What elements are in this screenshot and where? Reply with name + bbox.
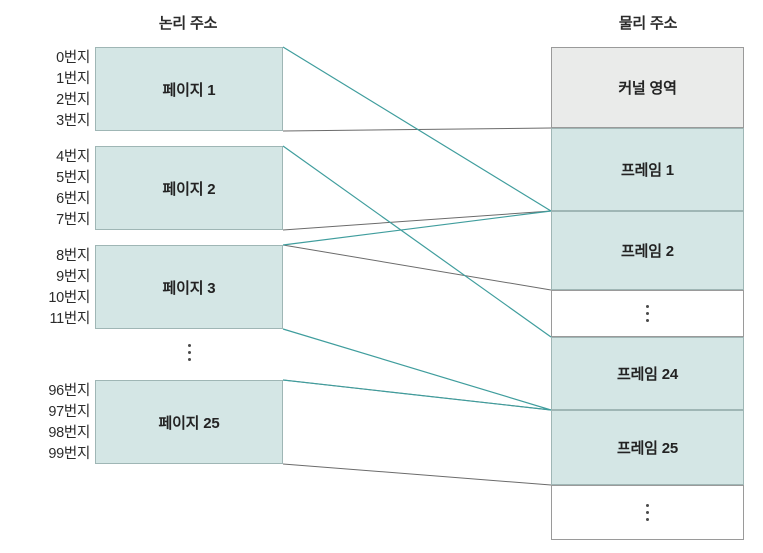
address-label: 10번지: [48, 290, 90, 306]
page-box: 페이지 25: [95, 380, 283, 464]
frame-box: 프레임 25: [551, 410, 744, 485]
page-1-to-frame-2: [282, 46, 552, 212]
frame-gap-ellipsis-icon: [646, 504, 649, 521]
page-3-to-frame-25: [282, 328, 552, 411]
page-25-bottom-extent: [282, 463, 552, 486]
address-label: 98번지: [48, 425, 90, 441]
extent-lines-group: [282, 127, 552, 486]
physical-address-title: 물리 주소: [618, 15, 678, 32]
page-2-to-frame-24: [282, 145, 552, 338]
page-box: 페이지 1: [95, 47, 283, 131]
frame-box: 커널 영역: [551, 47, 744, 128]
address-label: 11번지: [49, 311, 90, 327]
logical-address-title: 논리 주소: [158, 15, 218, 32]
frame-gap-ellipsis-icon: [646, 305, 649, 322]
address-label: 8번지: [56, 248, 90, 264]
address-label: 1번지: [56, 71, 90, 87]
address-label: 4번지: [56, 149, 90, 165]
address-label: 97번지: [48, 404, 90, 420]
mapping-lines-group: [282, 46, 552, 411]
frame-box: 프레임 24: [551, 337, 744, 410]
address-label: 99번지: [48, 446, 90, 462]
address-label: 2번지: [56, 92, 90, 108]
address-label-column: 0번지 1번지 2번지 3번지 4번지 5번지 6번지 7번지 8번지 9번지 10번지 11번지 96…: [0, 0, 90, 553]
page-gap-ellipsis-icon: [181, 338, 197, 366]
page-25-to-frame-25: [282, 379, 552, 411]
address-label: 5번지: [56, 170, 90, 186]
page-25-top-extent: [282, 379, 552, 411]
frame-box: 프레임 1: [551, 128, 744, 211]
address-label: 7번지: [56, 212, 90, 228]
address-label: 0번지: [56, 50, 90, 66]
address-label: 3번지: [56, 113, 90, 129]
frame-box: 프레임 2: [551, 211, 744, 290]
address-label: 6번지: [56, 191, 90, 207]
address-label: 9번지: [56, 269, 90, 285]
page-3-to-frame-1: [282, 210, 552, 246]
page-box: 페이지 3: [95, 245, 283, 329]
frame-gap-row: [551, 485, 744, 540]
page-1-bottom-extent: [282, 127, 552, 132]
page-3-top-extent: [282, 244, 552, 291]
page-2-bottom-extent: [282, 210, 552, 231]
address-label: 96번지: [48, 383, 90, 399]
frame-gap-row: [551, 290, 744, 337]
page-box: 페이지 2: [95, 146, 283, 230]
